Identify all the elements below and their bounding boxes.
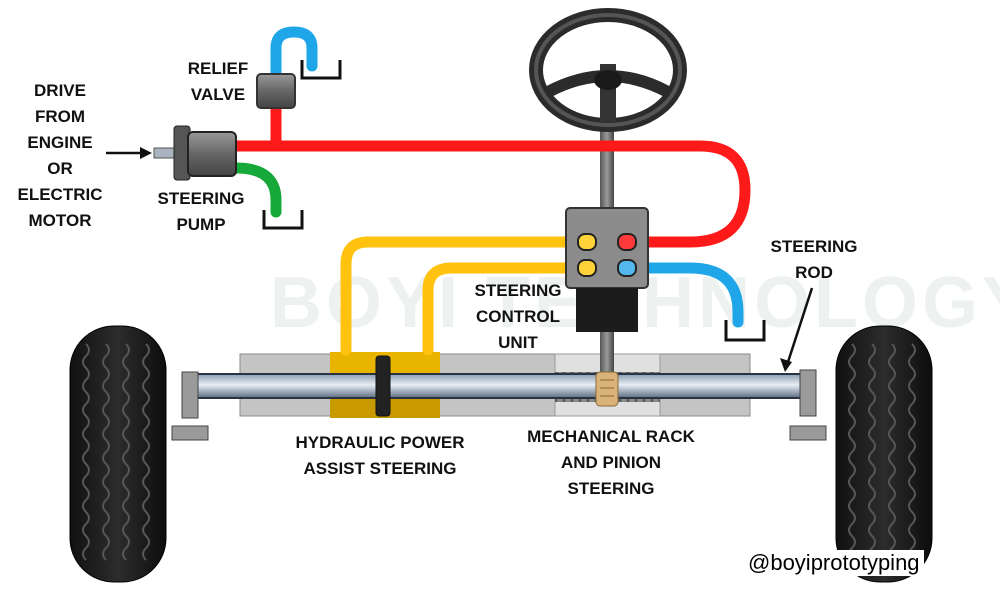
label-drive-from-engine: DRIVE FROM ENGINE OR ELECTRIC MOTOR bbox=[10, 78, 110, 234]
right-wheel bbox=[835, 325, 933, 583]
reservoir-top bbox=[300, 60, 342, 80]
right-knuckle bbox=[789, 369, 827, 441]
steering-wheel bbox=[529, 8, 687, 132]
label-line: ASSIST STEERING bbox=[303, 459, 457, 478]
label-steering-pump: STEERING PUMP bbox=[146, 186, 256, 238]
drive-arrow bbox=[106, 147, 152, 159]
label-line: VALVE bbox=[190, 85, 246, 104]
steering-pump bbox=[153, 125, 237, 181]
label-line: ROD bbox=[795, 263, 833, 282]
reservoir-pump bbox=[262, 210, 304, 230]
label-line: PUMP bbox=[176, 215, 226, 234]
power-line bbox=[340, 236, 588, 356]
label-steering-control-unit: STEERING CONTROL UNIT bbox=[462, 278, 574, 356]
label-steering-rod: STEERING ROD bbox=[758, 234, 870, 286]
relief-valve bbox=[256, 73, 296, 109]
label-line: MECHANICAL RACK bbox=[527, 427, 695, 446]
suction-line bbox=[230, 162, 282, 218]
label-line: UNIT bbox=[498, 333, 538, 352]
label-line: ENGINE bbox=[27, 133, 93, 152]
left-knuckle bbox=[171, 371, 209, 441]
label-line: ELECTRIC bbox=[17, 185, 103, 204]
label-line: CONTROL bbox=[475, 307, 561, 326]
label-line: AND PINION bbox=[560, 453, 662, 472]
label-line: STEERING bbox=[770, 237, 858, 256]
label-hydraulic-power-assist: HYDRAULIC POWER ASSIST STEERING bbox=[278, 430, 482, 482]
label-line: MOTOR bbox=[28, 211, 92, 230]
label-line: STEERING bbox=[567, 479, 655, 498]
pressure-line bbox=[230, 104, 751, 248]
label-line: STEERING bbox=[157, 189, 245, 208]
reservoir-right bbox=[724, 320, 766, 342]
label-line: RELIEF bbox=[187, 59, 249, 78]
label-line: OR bbox=[47, 159, 73, 178]
steering-rod-arrow bbox=[780, 287, 814, 372]
left-wheel bbox=[69, 325, 167, 583]
label-relief-valve: RELIEF VALVE bbox=[178, 56, 258, 108]
label-line: DRIVE bbox=[34, 81, 86, 100]
credit-text: @boyiprototyping bbox=[744, 550, 924, 576]
label-line: FROM bbox=[34, 107, 86, 126]
label-line: HYDRAULIC POWER bbox=[295, 433, 465, 452]
label-line: STEERING bbox=[474, 281, 562, 300]
return-line bbox=[270, 26, 744, 328]
label-mechanical-rack-pinion: MECHANICAL RACK AND PINION STEERING bbox=[508, 424, 714, 502]
steering-control-unit bbox=[565, 207, 649, 332]
